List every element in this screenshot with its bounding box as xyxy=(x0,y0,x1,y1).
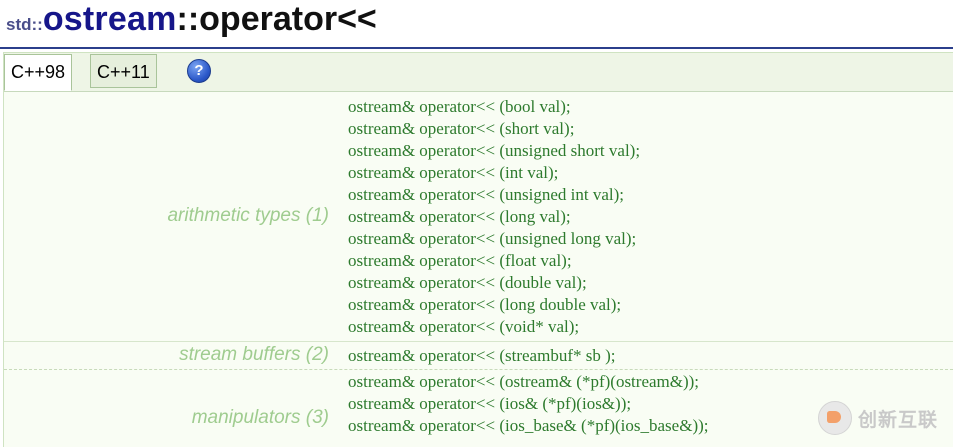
prototype-line: ostream& operator<< (long val); xyxy=(348,207,571,226)
prototype-panel: C++98 C++11 ? arithmetic types (1) ostre… xyxy=(3,52,953,447)
title-class-name: ostream xyxy=(42,0,177,38)
prototype-line: ostream& operator<< (ostream& (*pf)(ostr… xyxy=(348,372,700,391)
group-label: stream buffers (2) xyxy=(179,344,329,365)
prototype-line: ostream& operator<< (unsigned long val); xyxy=(348,229,637,248)
prototype-list: ostream& operator<< (bool val); ostream&… xyxy=(348,96,640,338)
prototype-line: ostream& operator<< (short val); xyxy=(348,119,575,138)
watermark-logo: 创新互联 xyxy=(818,398,948,438)
group-stream-buffers: stream buffers (2) ostream& operator<< (… xyxy=(4,341,953,370)
prototype-line: ostream& operator<< (unsigned int val); xyxy=(348,185,624,204)
prototype-line: ostream& operator<< (void* val); xyxy=(348,317,580,336)
group-manipulators: manipulators (3) ostream& operator<< (os… xyxy=(4,369,953,448)
prototype-line: ostream& operator<< (int val); xyxy=(348,163,559,182)
tab-cpp11[interactable]: C++11 xyxy=(90,54,157,88)
prototype-list: ostream& operator<< (streambuf* sb ); xyxy=(348,345,615,367)
prototype-table: arithmetic types (1) ostream& operator<<… xyxy=(4,92,953,448)
title-rule xyxy=(0,47,953,49)
prototype-line: ostream& operator<< (float val); xyxy=(348,251,572,270)
prototype-line: ostream& operator<< (ios& (*pf)(ios&)); xyxy=(348,394,632,413)
version-tab-bar: C++98 C++11 ? xyxy=(4,53,953,92)
page-title: std::ostream::operator<< xyxy=(6,0,377,44)
watermark-text: 创新互联 xyxy=(858,410,939,431)
prototype-list: ostream& operator<< (ostream& (*pf)(ostr… xyxy=(348,371,709,437)
prototype-line: ostream& operator<< (ios_base& (*pf)(ios… xyxy=(348,416,709,435)
prototype-line: ostream& operator<< (double val); xyxy=(348,273,587,292)
group-label: arithmetic types (1) xyxy=(167,205,329,226)
group-arithmetic-types: arithmetic types (1) ostream& operator<<… xyxy=(4,92,953,341)
watermark-icon xyxy=(818,401,852,435)
title-member: ::operator<< xyxy=(176,0,377,38)
prototype-line: ostream& operator<< (streambuf* sb ); xyxy=(348,346,616,365)
tab-cpp98[interactable]: C++98 xyxy=(4,54,73,91)
group-label: manipulators (3) xyxy=(191,407,329,428)
title-namespace: std:: xyxy=(6,15,43,34)
help-icon[interactable]: ? xyxy=(187,59,211,83)
prototype-line: ostream& operator<< (bool val); xyxy=(348,97,571,116)
prototype-line: ostream& operator<< (unsigned short val)… xyxy=(348,141,641,160)
prototype-line: ostream& operator<< (long double val); xyxy=(348,295,622,314)
